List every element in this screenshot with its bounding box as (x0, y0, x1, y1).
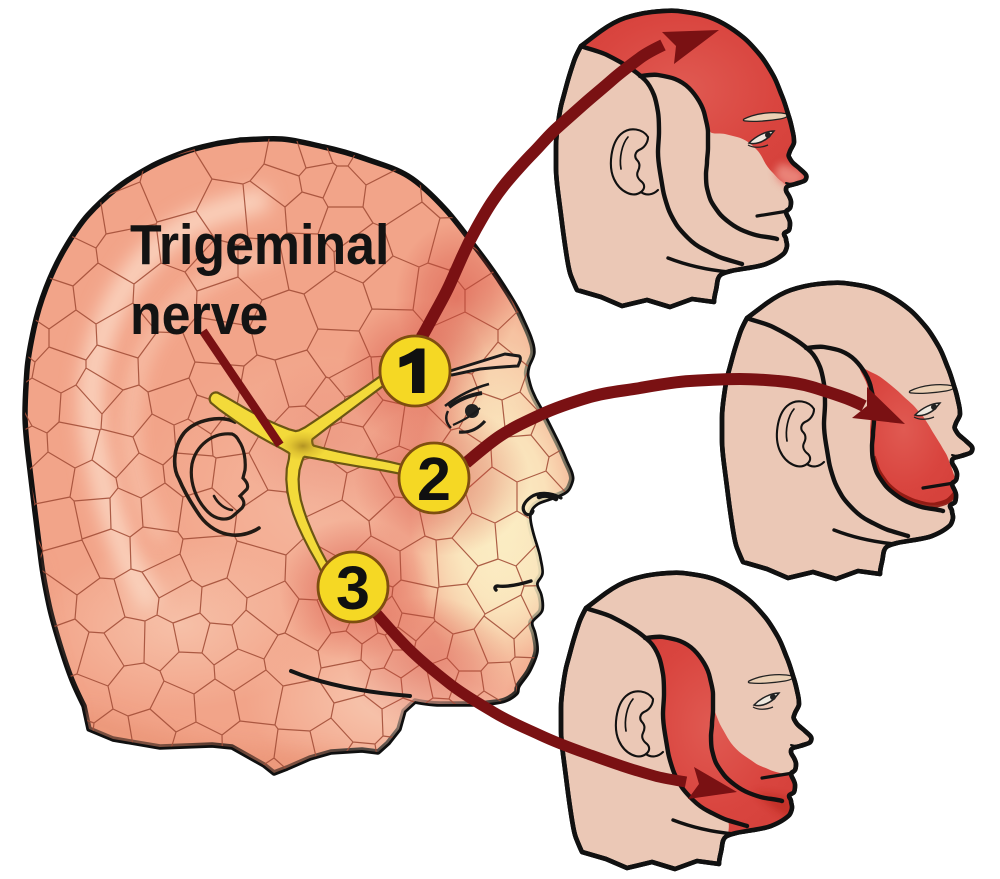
svg-text:2: 2 (417, 445, 451, 513)
svg-text:Trigeminal: Trigeminal (130, 213, 389, 277)
svg-text:3: 3 (336, 554, 370, 622)
svg-text:nerve: nerve (130, 283, 268, 347)
